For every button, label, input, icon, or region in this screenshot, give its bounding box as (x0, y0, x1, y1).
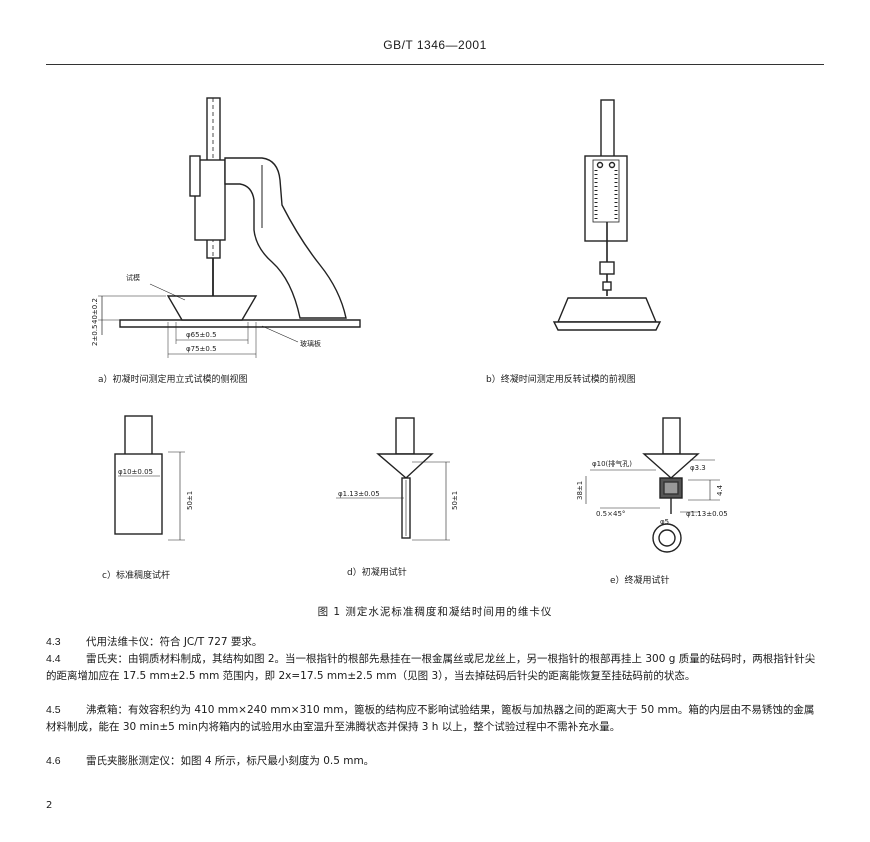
header-rule (46, 64, 824, 65)
paragraph-4-6: 4.6 雷氏夹膨胀测定仪：如图 4 所示，标尺最小刻度为 0.5 mm。 (46, 753, 816, 770)
page-number: 2 (46, 800, 53, 811)
label-rod-length: 50±1 (186, 491, 194, 510)
vicat-apparatus-figure: 试模 玻璃板 40±0.2 2±0.5 φ65±0.5 φ75±0.5 φ10±… (91, 97, 728, 553)
figure-title: 图 1 测定水泥标准稠度和凝结时间用的维卡仪 (317, 606, 553, 618)
label-vent: φ10(排气孔) (592, 459, 632, 468)
paragraph-number: 4.6 (46, 755, 61, 767)
paragraph-number: 4.3 (46, 636, 61, 648)
paragraph-text: 雷氏夹：由铜质材料制成，其结构如图 2。当一根指针的根部先悬挂在一根金属丝或尼龙… (46, 653, 816, 682)
label-final-needle-dia: φ1.13±0.05 (686, 510, 728, 518)
caption-a: a）初凝时间测定用立式试模的侧视图 (98, 375, 248, 385)
label-glass-plate: 玻璃板 (300, 339, 321, 348)
paragraph-4-3: 4.3 代用法维卡仪：符合 JC/T 727 要求。 (46, 634, 816, 651)
label-height-4: 4.4 (716, 484, 724, 496)
figure-c-consistency-rod (114, 415, 185, 541)
label-dia-5: φ5 (660, 518, 669, 526)
label-base: 2±0.5 (91, 325, 99, 346)
label-specimen: 试模 (126, 273, 140, 282)
paragraph-text: 代用法维卡仪：符合 JC/T 727 要求。 (86, 636, 263, 648)
caption-d: d）初凝用试针 (347, 568, 407, 578)
figure-a-side-view (98, 97, 361, 358)
caption-c: c）标准稠度试杆 (102, 571, 170, 581)
paragraph-text: 雷氏夹膨胀测定仪：如图 4 所示，标尺最小刻度为 0.5 mm。 (86, 755, 375, 767)
label-height: 40±0.2 (91, 298, 99, 324)
label-rod-diameter: φ10±0.05 (118, 468, 153, 476)
figure-e-final-needle (585, 417, 720, 553)
label-needle-diameter: φ1.13±0.05 (338, 490, 380, 498)
paragraph-text: 沸煮箱：有效容积约为 410 mm×240 mm×310 mm，篦板的结构应不影… (46, 704, 815, 733)
paragraph-number: 4.4 (46, 653, 61, 665)
label-top-diameter: φ65±0.5 (186, 331, 217, 339)
label-bottom-diameter: φ75±0.5 (186, 345, 217, 353)
figure-d-initial-needle (336, 417, 450, 541)
label-chamfer: 0.5×45° (596, 510, 625, 518)
document-header: GB/T 1346—2001 (383, 38, 487, 52)
label-dia-3: φ3.3 (690, 464, 706, 472)
paragraph-number: 4.5 (46, 704, 61, 716)
label-height-38: 38±1 (576, 481, 584, 500)
figure-b-front-view (552, 99, 662, 331)
caption-e: e）终凝用试针 (610, 576, 670, 586)
label-needle-length: 50±1 (451, 491, 459, 510)
caption-b: b）终凝时间测定用反转试模的前视图 (486, 375, 636, 385)
